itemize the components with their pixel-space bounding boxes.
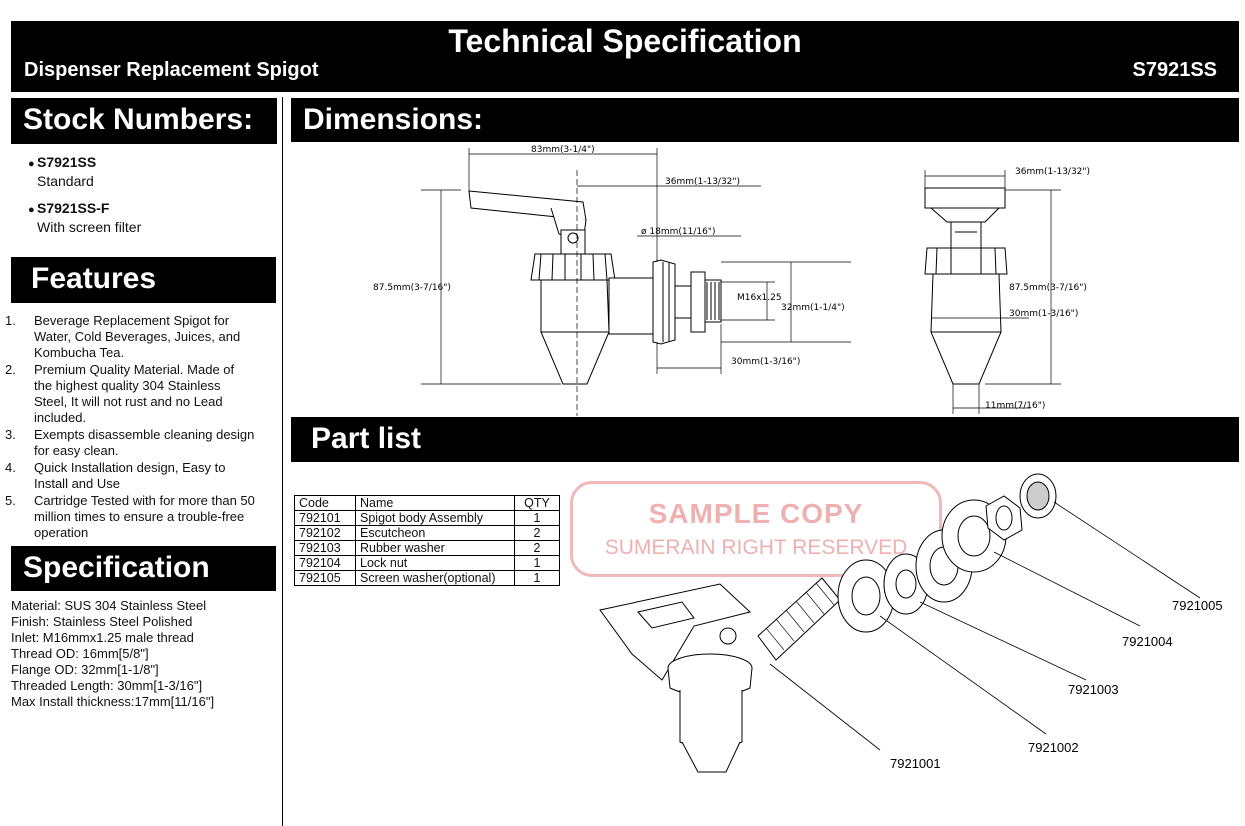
feature-text: Premium Quality Material. Made of the hi…	[34, 362, 235, 425]
table-row: 792102 Escutcheon 2	[294, 525, 560, 541]
specification-heading: Specification	[11, 546, 276, 591]
product-name: Dispenser Replacement Spigot	[24, 59, 319, 81]
page-title: Technical Specification	[448, 23, 802, 59]
parts-table: Code Name QTY 792101 Spigot body Assembl…	[294, 495, 560, 586]
specification-list: Material: SUS 304 Stainless Steel Finish…	[11, 598, 214, 710]
column-header: Code	[294, 495, 356, 511]
part-callout: 7921003	[1068, 682, 1119, 697]
dim-label: 32mm(1-1/4")	[781, 303, 845, 313]
spec-line: Threaded Length: 30mm[1-3/16"]	[11, 678, 203, 693]
stock-code: S7921SS	[37, 154, 97, 170]
table-row: 792105 Screen washer(optional) 1	[294, 570, 560, 586]
stock-numbers-heading: Stock Numbers:	[11, 98, 277, 144]
features-heading: Features	[11, 257, 276, 303]
stock-item: ●S7921SS Standard	[28, 154, 96, 190]
part-qty: 2	[514, 525, 560, 541]
feature-item: 3.Exempts disassemble cleaning design fo…	[5, 427, 255, 458]
column-divider	[282, 97, 283, 826]
spec-line: Finish: Stainless Steel Polished	[11, 614, 193, 629]
column-header: Name	[355, 495, 515, 511]
part-name: Lock nut	[355, 555, 515, 571]
bullet-icon: ●	[28, 158, 35, 170]
feature-text: Exempts disassemble cleaning design for …	[34, 427, 255, 458]
feature-text: Cartridge Tested with for more than 50 m…	[34, 493, 255, 540]
feature-text: Beverage Replacement Spigot for Water, C…	[34, 313, 241, 360]
dimensions-heading: Dimensions:	[291, 98, 1239, 142]
dimension-drawing: 83mm(3-1/4") 36mm(1-13/32") ø 18mm(11/16…	[373, 145, 1090, 416]
part-callout: 7921001	[890, 756, 941, 771]
feature-item: 4.Quick Installation design, Easy to Ins…	[5, 460, 226, 491]
part-qty: 2	[514, 540, 560, 556]
dim-label: 30mm(1-3/16")	[1009, 309, 1078, 319]
features-list: 1.Beverage Replacement Spigot for Water,…	[5, 313, 255, 542]
spec-line: Thread OD: 16mm[5/8"]	[11, 646, 149, 661]
spec-line: Max Install thickness:17mm[11/16"]	[11, 694, 215, 709]
part-name: Screen washer(optional)	[355, 570, 515, 586]
part-code: 792101	[294, 510, 356, 526]
bullet-icon: ●	[28, 204, 35, 216]
exploded-view-drawing: 7921001 7921002 7921003 7921004 7921005	[599, 473, 1223, 773]
part-qty: 1	[514, 570, 560, 586]
watermark-line: SAMPLE COPY	[648, 498, 864, 529]
spec-line: Material: SUS 304 Stainless Steel	[11, 598, 207, 613]
column-header: QTY	[514, 495, 560, 511]
feature-item: 5.Cartridge Tested with for more than 50…	[5, 493, 255, 540]
part-name: Spigot body Assembly	[355, 510, 515, 526]
part-callout: 7921002	[1028, 740, 1079, 755]
table-row: 792101 Spigot body Assembly 1	[294, 510, 560, 526]
dim-label: 36mm(1-13/32")	[1015, 167, 1090, 177]
part-code: 792102	[294, 525, 356, 541]
stock-description: With screen filter	[37, 219, 142, 235]
watermark-stamp: SAMPLE COPY SUMERAIN RIGHT RESERVED	[570, 481, 942, 577]
table-row: 792104 Lock nut 1	[294, 555, 560, 571]
part-callout: 7921004	[1122, 634, 1173, 649]
part-qty: 1	[514, 555, 560, 571]
part-code: 792104	[294, 555, 356, 571]
stock-code: S7921SS-F	[37, 200, 110, 216]
table-row: 792103 Rubber washer 2	[294, 540, 560, 556]
dim-label: 83mm(3-1/4")	[531, 145, 595, 155]
part-code: 792103	[294, 540, 356, 556]
header-bar: Technical Specification Dispenser Replac…	[11, 21, 1239, 92]
model-number: S7921SS	[1132, 59, 1217, 81]
feature-text: Quick Installation design, Easy to Insta…	[34, 460, 226, 491]
dim-label: 11mm(7/16")	[985, 401, 1045, 411]
dim-label: 87.5mm(3-7/16")	[1009, 283, 1087, 293]
watermark-line: SUMERAIN RIGHT RESERVED	[604, 536, 908, 559]
dim-label: ø 18mm(11/16")	[641, 227, 715, 237]
part-code: 792105	[294, 570, 356, 586]
feature-item: 2.Premium Quality Material. Made of the …	[5, 362, 235, 425]
stock-item: ●S7921SS-F With screen filter	[28, 200, 141, 236]
part-name: Escutcheon	[355, 525, 515, 541]
spec-line: Inlet: M16mmx1.25 male thread	[11, 630, 194, 645]
feature-item: 1.Beverage Replacement Spigot for Water,…	[5, 313, 241, 360]
stock-description: Standard	[37, 173, 94, 189]
part-list-heading: Part list	[291, 417, 1239, 462]
dim-label: 87.5mm(3-7/16")	[373, 283, 451, 293]
dim-label: M16x1.25	[737, 293, 782, 303]
part-callout: 7921005	[1172, 598, 1223, 613]
table-header-row: Code Name QTY	[294, 495, 560, 511]
part-name: Rubber washer	[355, 540, 515, 556]
dim-label: 36mm(1-13/32")	[665, 177, 740, 187]
dim-label: 30mm(1-3/16")	[731, 357, 800, 367]
part-qty: 1	[514, 510, 560, 526]
spec-line: Flange OD: 32mm[1-1/8"]	[11, 662, 159, 677]
